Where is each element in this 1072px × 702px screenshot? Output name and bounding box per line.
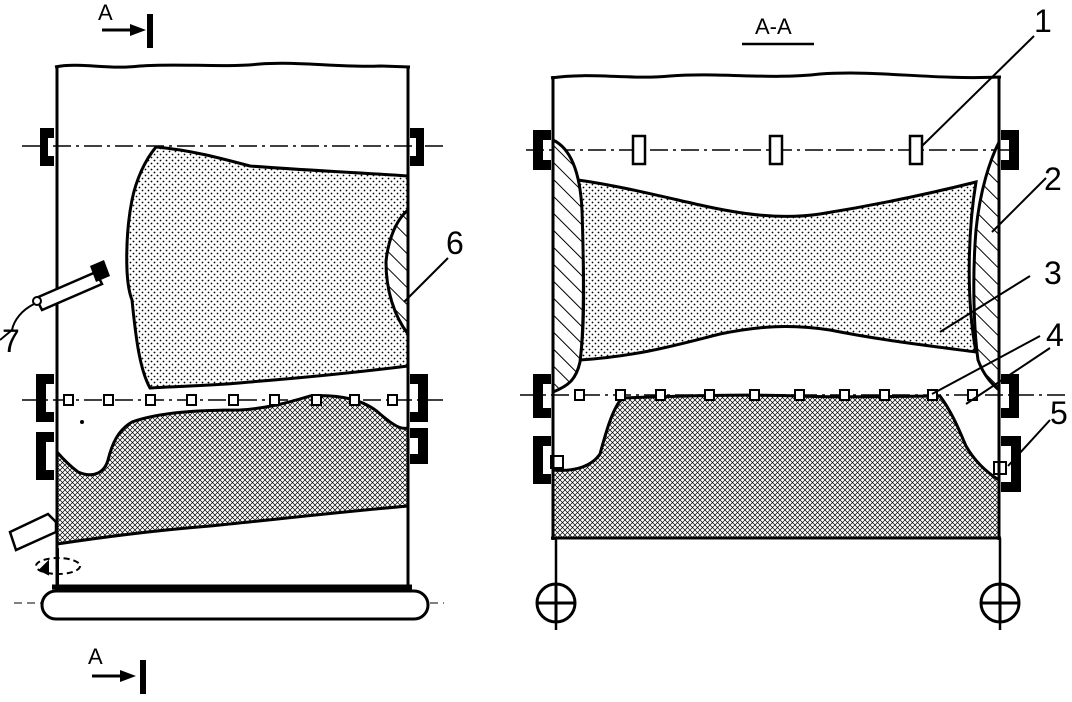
section-mark-bottom: A <box>88 644 103 669</box>
callout-7: 7 <box>2 323 20 359</box>
leader-lines-aa <box>921 35 1051 467</box>
nozzles-1 <box>631 134 924 166</box>
right-wheel-icon <box>979 582 1021 624</box>
leader-6 <box>403 257 449 303</box>
section-arrow-bottom: A <box>88 644 146 694</box>
lower-bed-material-aa <box>551 393 1001 540</box>
left-wheel-icon <box>535 582 577 624</box>
left-view: A A <box>0 0 464 694</box>
lower-bed-material <box>55 394 410 546</box>
discharge-chute <box>8 512 58 552</box>
upper-porous-material <box>125 145 410 390</box>
callout-3: 3 <box>1044 255 1062 291</box>
aa-vessel-break-line <box>550 71 1002 80</box>
wall-deposit-left-aa <box>551 137 585 395</box>
wall-deposit-6 <box>384 206 410 339</box>
rotation-arrow-icon <box>35 548 81 586</box>
sieve-plate-aa <box>574 389 978 401</box>
callout-6: 6 <box>446 225 464 261</box>
callout-4: 4 <box>1046 317 1064 353</box>
section-arrow-top: A <box>98 0 153 48</box>
callout-5: 5 <box>1050 395 1068 431</box>
roller-carriage <box>40 589 430 621</box>
left-vessel-break-line <box>54 61 411 69</box>
right-view: A-A <box>520 3 1068 630</box>
wall-brackets-left <box>36 128 428 480</box>
sieve-plate-left <box>63 394 398 406</box>
section-title: A-A <box>755 14 792 39</box>
upper-porous-material-aa <box>576 178 978 362</box>
wall-deposit-right-aa <box>972 141 1001 394</box>
section-mark-top: A <box>98 0 113 25</box>
callout-1: 1 <box>1034 3 1052 39</box>
nozzle-7 <box>0 260 110 341</box>
callout-2: 2 <box>1044 161 1062 197</box>
